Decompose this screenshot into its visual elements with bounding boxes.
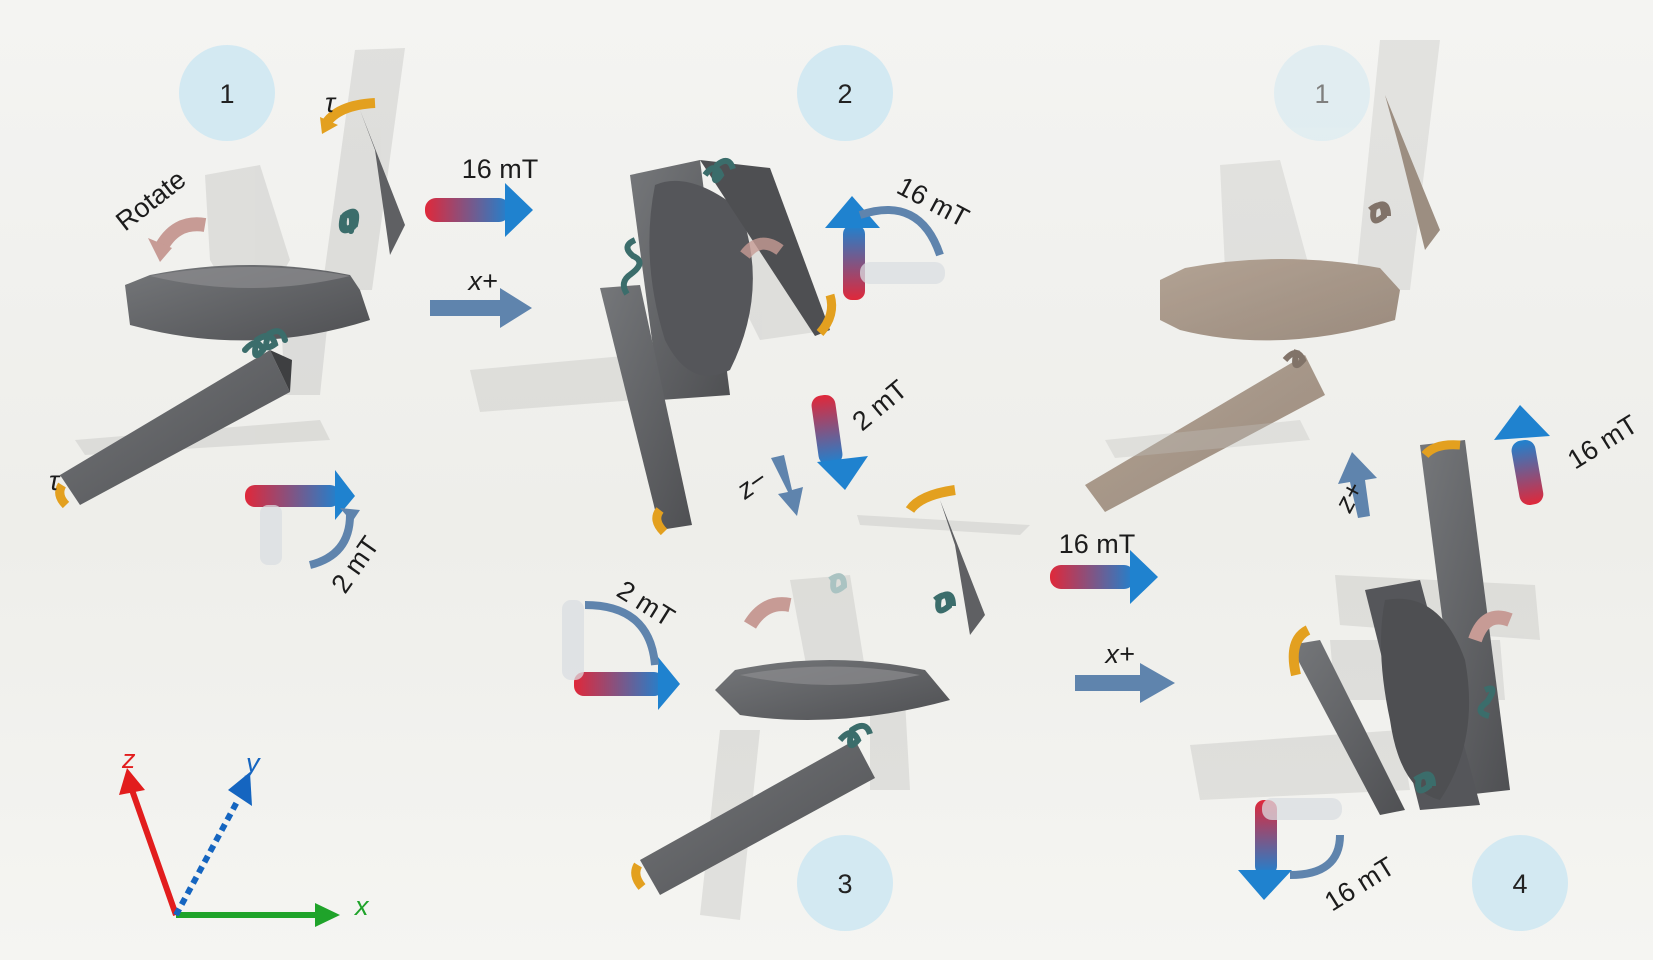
- field-label-2mT-step1: 2 mT: [325, 531, 385, 599]
- move-arrow-xplus-3to4: [1075, 663, 1175, 703]
- field-arrow-16mT-step2: [825, 196, 945, 300]
- field-label-2mT-step3: 2 mT: [612, 575, 680, 633]
- move-label-zminus-2to3: z−: [730, 464, 772, 506]
- robot-state-3: [631, 485, 1030, 920]
- step-1-repeat-number: 1: [1314, 79, 1329, 109]
- field-arrow-16mT-step4: [1238, 798, 1344, 900]
- step-2-badge: 2: [797, 45, 893, 141]
- field-label-16mT-4to1: 16 mT: [1562, 409, 1643, 475]
- field-arrow-16mT-1to2: [425, 183, 533, 237]
- field-label-2mT-2to3: 2 mT: [847, 374, 913, 437]
- field-label-16mT-1to2: 16 mT: [462, 154, 539, 184]
- robot-state-2: [470, 157, 837, 536]
- move-label-xplus-1to2: x+: [466, 266, 497, 296]
- robot-state-1-repeat: [1085, 40, 1440, 512]
- move-arrow-xplus-1to2: [430, 288, 532, 328]
- step-2-number: 2: [837, 79, 852, 109]
- step-3-number: 3: [837, 869, 852, 899]
- move-arrow-zminus-2to3: [771, 455, 803, 516]
- coordinate-axes: [119, 768, 340, 927]
- field-arrow-16mT-3to4: [1050, 550, 1158, 604]
- field-arrow-2mT-step3: [562, 600, 680, 710]
- step-1-number: 1: [219, 79, 234, 109]
- field-arrow-16mT-4to1: [1494, 405, 1550, 505]
- torque-label-2: τ: [49, 466, 61, 496]
- step-3-badge: 3: [797, 835, 893, 931]
- field-label-16mT-3to4: 16 mT: [1059, 529, 1136, 559]
- step-1-repeat-badge: 1: [1274, 45, 1370, 141]
- field-arrow-2mT-step1: [245, 470, 360, 569]
- step-1-badge: 1: [179, 45, 275, 141]
- robot-state-1: [55, 48, 405, 509]
- field-label-16mT-step2: 16 mT: [892, 171, 974, 233]
- torque-label-1: τ: [325, 88, 337, 118]
- field-arrow-2mT-2to3: [811, 394, 868, 490]
- axis-x-label: x: [353, 891, 370, 921]
- move-arrow-zplus-4to1: [1338, 452, 1377, 518]
- step-4-badge: 4: [1472, 835, 1568, 931]
- move-label-xplus-3to4: x+: [1103, 639, 1134, 669]
- axis-z-label: z: [121, 744, 136, 774]
- step-4-number: 4: [1512, 869, 1527, 899]
- robot-state-4: [1190, 440, 1540, 815]
- axis-y-label: y: [244, 748, 261, 778]
